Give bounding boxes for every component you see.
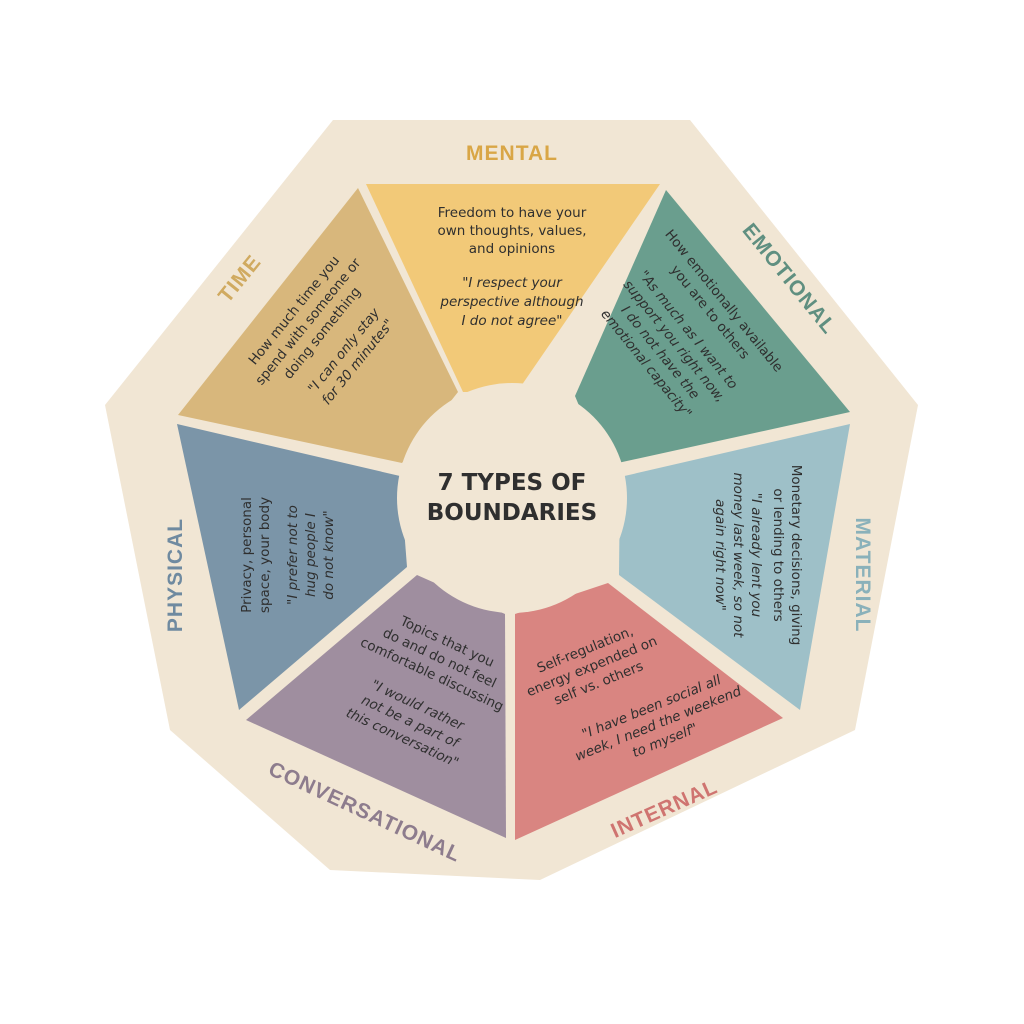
wedge-conversational xyxy=(246,575,506,838)
material-desc-1: Monetary decisions, giving xyxy=(788,465,804,646)
material-quote-2: money last week, so not xyxy=(730,473,746,639)
material-quote-1: "I already lent you xyxy=(748,493,764,618)
physical-quote-3: do not know" xyxy=(321,510,337,599)
material-quote-3: again right now" xyxy=(712,499,728,611)
mental-text: Freedom to have your own thoughts, value… xyxy=(437,205,586,329)
physical-text: Privacy, personal space, your body "I pr… xyxy=(239,497,337,613)
mental-desc-1: Freedom to have your xyxy=(438,205,587,221)
wedge-emotional xyxy=(575,190,850,466)
physical-quote-2: hug people I xyxy=(303,513,319,597)
mental-quote-3: I do not agree" xyxy=(461,313,562,329)
center-circle xyxy=(397,383,627,613)
mental-quote-2: perspective although xyxy=(439,294,583,310)
mental-desc-3: and opinions xyxy=(469,241,555,257)
wedge-internal xyxy=(515,583,783,840)
section-title-mental: MENTAL xyxy=(466,142,558,165)
material-text: Monetary decisions, giving or lending to… xyxy=(712,465,804,646)
material-desc-2: or lending to others xyxy=(770,488,786,621)
section-title-material: MATERIAL xyxy=(851,518,874,633)
center-title-line1: 7 TYPES OF xyxy=(438,470,587,496)
wedge-material xyxy=(619,424,850,710)
wedge-physical xyxy=(177,424,407,710)
mental-quote-1: "I respect your xyxy=(462,275,563,291)
section-title-physical: PHYSICAL xyxy=(164,518,187,632)
wedge-time xyxy=(178,188,458,463)
wedge-mental xyxy=(366,184,660,392)
physical-desc-2: space, your body xyxy=(257,497,273,613)
mental-desc-2: own thoughts, values, xyxy=(437,223,586,239)
physical-desc-1: Privacy, personal xyxy=(239,497,255,613)
center-title-line2: BOUNDARIES xyxy=(427,500,597,526)
physical-quote-1: "I prefer not to xyxy=(285,505,301,605)
